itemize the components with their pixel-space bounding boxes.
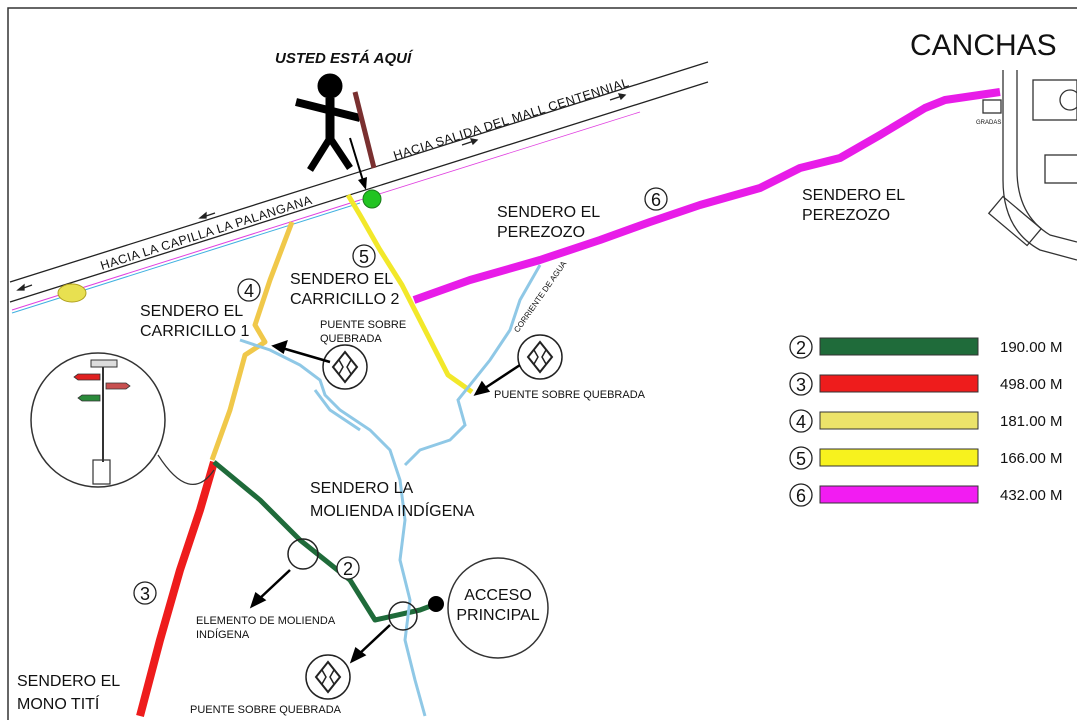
legend-number-circle <box>789 483 813 507</box>
molienda-element-marker <box>287 538 319 570</box>
legend-length: 166.00 M <box>1000 450 1063 467</box>
trail-3-mono-titi <box>136 460 218 718</box>
legend-row: 5 166.00 M <box>789 446 1063 470</box>
trail-4-carricillo-1 <box>209 221 295 461</box>
bridge-icon <box>517 334 563 380</box>
gradas-label: GRADAS <box>976 120 1001 126</box>
legend-row: 4 181.00 M <box>789 409 1063 433</box>
stream <box>239 264 542 717</box>
trail-5-carricillo-2 <box>345 193 474 395</box>
carricillo2-label-2: CARRICILLO 2 <box>290 291 399 308</box>
legend-length: 181.00 M <box>1000 413 1063 430</box>
legend-row: 3 498.00 M <box>789 372 1063 396</box>
legend-row: 6 432.00 M <box>789 483 1063 507</box>
elemento-label-2: INDÍGENA <box>196 628 250 641</box>
you-arrow <box>349 137 367 190</box>
trail-2-molienda <box>212 460 437 623</box>
road-arrows <box>16 93 627 291</box>
trail-number-6-text: 6 <box>651 190 661 210</box>
legend-length: 432.00 M <box>1000 487 1063 504</box>
trail-number-3-text: 3 <box>140 584 150 604</box>
you-are-here-marker <box>362 189 382 209</box>
signpost-detail <box>30 352 215 488</box>
mono-label-1: SENDERO EL <box>17 673 120 690</box>
trail-number-4: 4 <box>237 278 261 302</box>
bridge-icon <box>322 344 368 390</box>
legend-number: 6 <box>796 486 806 506</box>
road-label-right: HACIA SALIDA DEL MALL CENTENNIAL <box>392 75 631 162</box>
puente-label-2: PUENTE SOBRE QUEBRADA <box>494 389 646 401</box>
person-icon <box>295 73 361 172</box>
legend-number-circle <box>789 409 813 433</box>
road-label-left: HACIA LA CAPILLA LA PALANGANA <box>99 193 314 273</box>
molienda-label-1: SENDERO LA <box>310 480 413 497</box>
perezozo-label-b2: PEREZOZO <box>802 207 890 224</box>
trail-number-5: 5 <box>352 244 376 268</box>
legend-swatch <box>819 374 979 393</box>
molienda-label-2: MOLIENDA INDÍGENA <box>310 501 475 520</box>
legend-number: 5 <box>796 449 806 469</box>
legend-number: 2 <box>796 338 806 358</box>
map-frame <box>7 7 1077 720</box>
pointer-arrows <box>249 340 521 664</box>
trail-number-4-text: 4 <box>244 281 254 301</box>
puente-label-1b: QUEBRADA <box>320 333 382 345</box>
puente-label-3: PUENTE SOBRE QUEBRADA <box>190 704 342 716</box>
legend-row: 2 190.00 M <box>789 335 1063 359</box>
carricillo1-label-1: SENDERO EL <box>140 303 243 320</box>
legend-length: 498.00 M <box>1000 376 1063 393</box>
trail-number-2-text: 2 <box>343 559 353 579</box>
signpost-pole <box>352 91 377 169</box>
trail-number-3: 3 <box>133 581 157 605</box>
legend: 2 190.00 M 3 498.00 M 4 181.00 M 5 166.00 M 6 432… <box>789 335 1063 507</box>
legend-number: 4 <box>796 412 806 432</box>
mono-label-2: MONO TITÍ <box>17 694 100 713</box>
trail-number-2: 2 <box>336 556 360 580</box>
perezozo-label-a1: SENDERO EL <box>497 204 600 221</box>
legend-number: 3 <box>796 375 806 395</box>
legend-length: 190.00 M <box>1000 339 1063 356</box>
road <box>9 61 709 314</box>
carricillo1-label-2: CARRICILLO 1 <box>140 323 249 340</box>
canchas-area <box>982 70 1077 261</box>
map-title: CANCHAS <box>910 29 1057 62</box>
trail-6-perezozo <box>412 88 1001 304</box>
legend-swatch <box>819 448 979 467</box>
elemento-label-1: ELEMENTO DE MOLIENDA <box>196 615 336 627</box>
legend-number-circle <box>789 372 813 396</box>
perezozo-label-a2: PEREZOZO <box>497 224 585 241</box>
perezozo-label-b1: SENDERO EL <box>802 187 905 204</box>
legend-number-circle <box>789 335 813 359</box>
bridge-marker <box>388 601 418 631</box>
access-label-2: PRINCIPAL <box>456 607 539 624</box>
legend-swatch <box>819 411 979 430</box>
trail-number-5-text: 5 <box>359 247 369 267</box>
access-circle <box>447 557 549 659</box>
access-point-marker <box>428 596 444 612</box>
bridge-icon <box>305 654 351 700</box>
yellow-area <box>57 283 87 303</box>
legend-number-circle <box>789 446 813 470</box>
carricillo2-label-1: SENDERO EL <box>290 271 393 288</box>
access-label-1: ACCESO <box>464 587 532 604</box>
you-are-here-label: USTED ESTÁ AQUÍ <box>275 50 414 67</box>
legend-swatch <box>819 337 979 356</box>
puente-label-1a: PUENTE SOBRE <box>320 319 406 331</box>
trail-number-6: 6 <box>644 187 668 211</box>
legend-swatch <box>819 485 979 504</box>
